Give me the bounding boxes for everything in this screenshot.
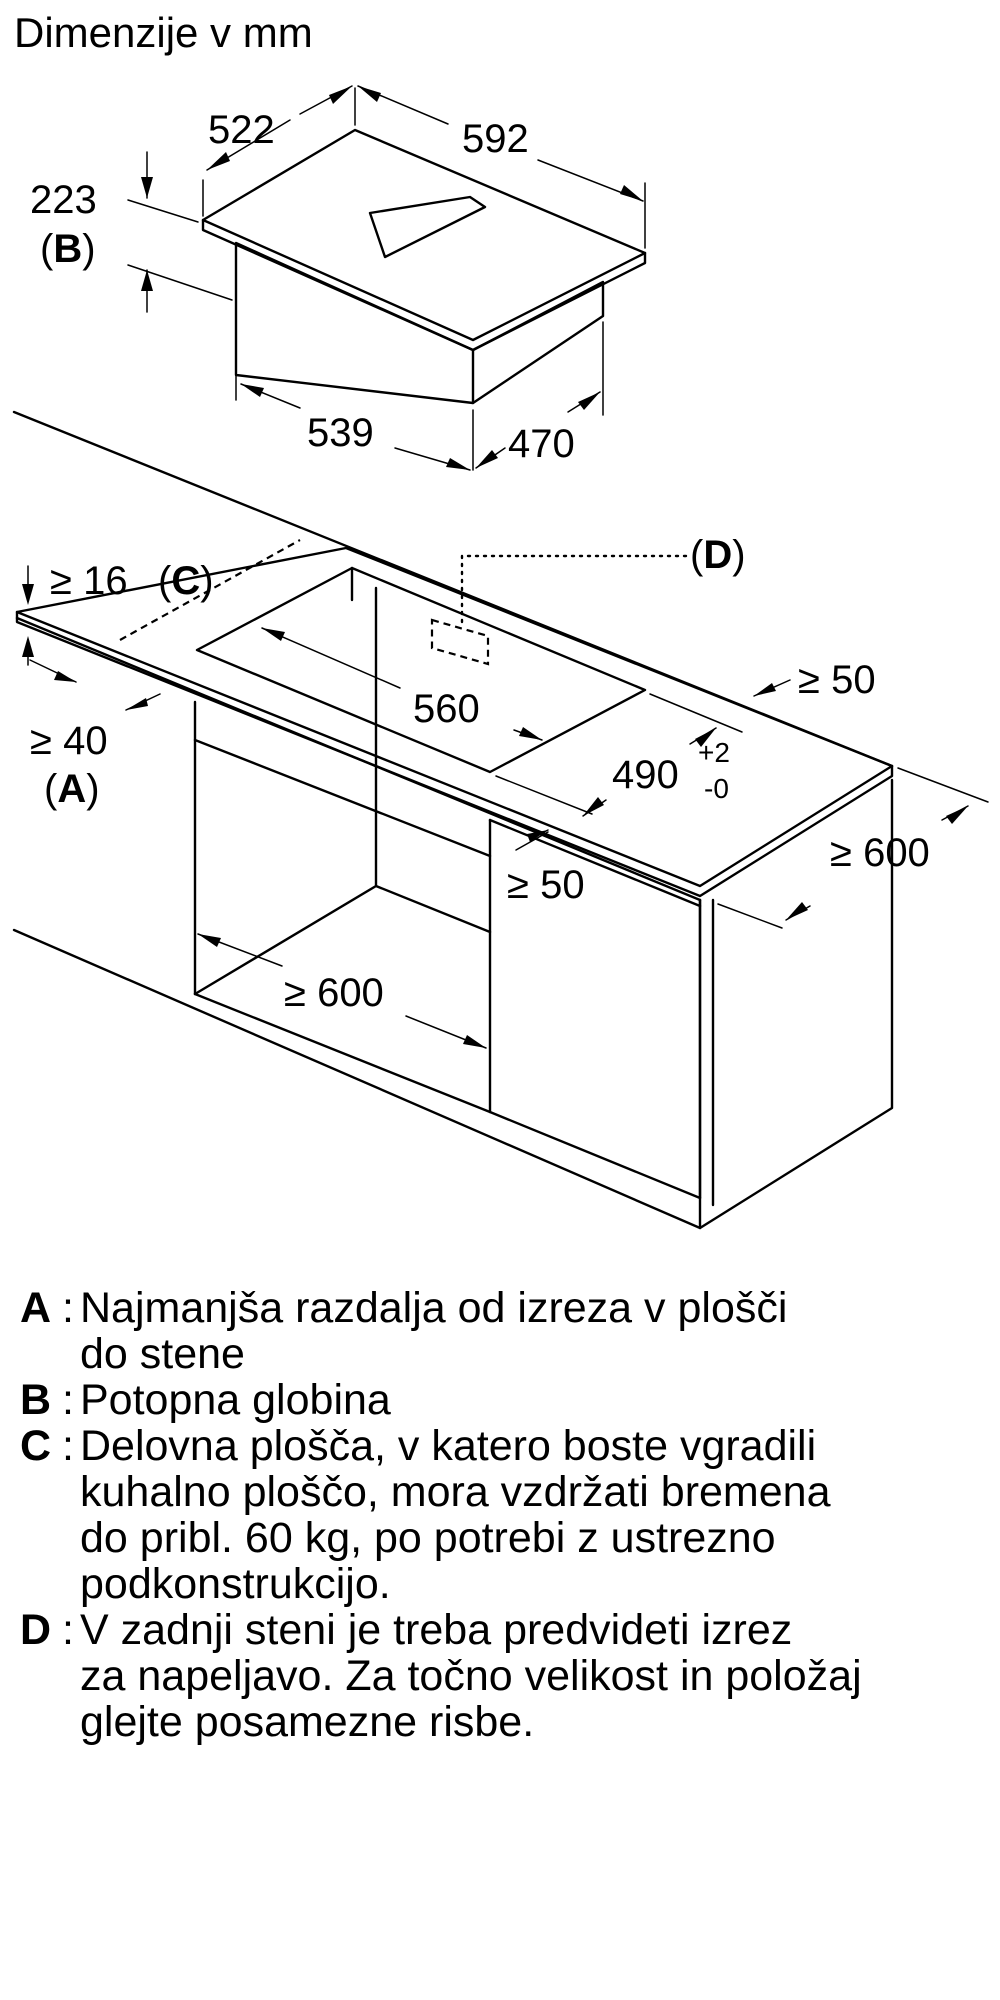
dim-cutout-width-label: 560: [413, 687, 480, 731]
cabinet-right-unit-back: [488, 818, 702, 908]
dim-top-depth-label: 522: [208, 108, 275, 152]
dim-wall-distance: ≥ 40 (A): [29, 539, 301, 811]
callout-a-group: (A): [44, 767, 100, 811]
worktop-cabinet-drawing: [12, 410, 894, 1230]
worktop-front-edge-inner: [15, 616, 702, 902]
dim-body-width-label: 539: [307, 411, 374, 455]
legend-text-b: Potopna globina: [80, 1376, 391, 1424]
cabinet-inner-back: [193, 586, 378, 996]
dim-cabinet-width: ≥ 600: [197, 933, 487, 1049]
legend-key-d: D: [20, 1606, 52, 1654]
cooktop-body: [234, 241, 605, 405]
cable-cutout-marker: [430, 618, 490, 666]
callout-b-group: (B): [40, 227, 96, 271]
cooktop-drawing: [201, 128, 647, 405]
legend-item-b: B : Potopna globina: [20, 1377, 980, 1423]
wall-line-lower: [12, 928, 702, 1230]
dim-front-edge: ≥ 50: [507, 829, 585, 907]
dim-front-edge-label: ≥ 50: [507, 863, 585, 907]
cabinet-bottom: [193, 992, 492, 1114]
dim-top-width-label: 592: [462, 117, 529, 161]
dim-cutout-depth: 490 +2 -0: [495, 693, 743, 817]
callout-d-group: (D): [690, 533, 746, 577]
worktop-cutout: [195, 566, 647, 774]
legend: A : Najmanjša razdalja od izreza v plošč…: [20, 1285, 980, 1745]
legend-key-b: B: [20, 1376, 52, 1424]
cabinet-front-rail: [193, 738, 492, 858]
cabinet-right-unit-front: [488, 1110, 702, 1200]
installation-dimension-diagram: Dimenzije v mm 522 592 223 (B): [12, 9, 989, 1230]
callout-a: A: [57, 767, 86, 811]
dim-cutout-tolerance-plus: +2: [698, 737, 730, 768]
legend-key-c: C: [20, 1422, 52, 1470]
dim-worktop-thickness: ≥ 16 (C): [22, 559, 214, 666]
legend-key-a: A: [20, 1284, 52, 1332]
dim-body-depth-label: 470: [508, 422, 575, 466]
dim-cabinet-width-label: ≥ 600: [284, 971, 384, 1015]
legend-text-a: Najmanjša razdalja od izreza v plošči do…: [80, 1284, 788, 1378]
dim-cabinet-depth-label: ≥ 600: [830, 831, 930, 875]
legend-item-d: D : V zadnji steni je treba predvideti i…: [20, 1607, 980, 1745]
callout-d: D: [703, 533, 732, 577]
dim-right-edge: ≥ 50: [753, 658, 876, 702]
dim-right-edge-label: ≥ 50: [798, 658, 876, 702]
legend-item-c: C : Delovna plošča, v katero boste vgrad…: [20, 1423, 980, 1607]
cabinet-side-panel: [698, 778, 894, 1230]
cooktop-glass-top: [201, 128, 647, 342]
cooktop-glass-edge: [201, 218, 647, 352]
dim-body-depth: 470: [475, 321, 604, 469]
dim-wall-distance-label: ≥ 40: [30, 719, 108, 763]
dim-cutout-depth-label: 490: [612, 753, 679, 797]
dim-cutout-tolerance-minus: -0: [704, 773, 729, 804]
diagram-title: Dimenzije v mm: [14, 9, 313, 56]
cabinet-inner-floor: [374, 884, 492, 934]
dim-worktop-thickness-label: ≥ 16: [50, 559, 128, 603]
dim-body-width: 539: [235, 319, 474, 471]
dim-height: 223 (B): [30, 151, 233, 313]
callout-c: C: [171, 559, 200, 603]
dim-top-width: 592: [357, 85, 646, 249]
cooktop-extraction-slot: [368, 195, 487, 259]
callout-d-leader: (D): [460, 533, 746, 624]
dim-height-label: 223: [30, 178, 97, 222]
callout-c-group: (C): [158, 559, 214, 603]
legend-text-d: V zadnji steni je treba predvideti izrez…: [80, 1606, 862, 1746]
dim-cutout-width: 560: [261, 627, 543, 741]
legend-text-c: Delovna plošča, v katero boste vgradili …: [80, 1422, 831, 1608]
callout-b: B: [53, 227, 82, 271]
dim-cabinet-depth: ≥ 600: [717, 767, 989, 929]
dim-top-depth: 522: [202, 85, 356, 217]
legend-item-a: A : Najmanjša razdalja od izreza v plošč…: [20, 1285, 980, 1377]
